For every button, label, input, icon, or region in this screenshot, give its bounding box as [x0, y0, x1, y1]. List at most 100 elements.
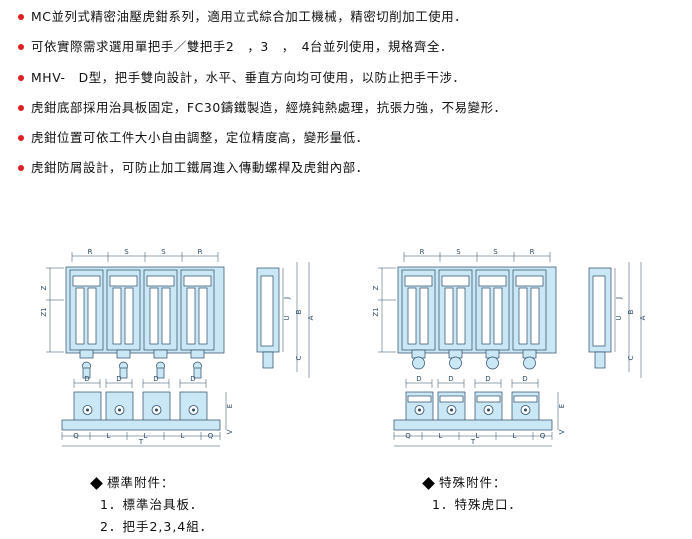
vise-slot — [407, 287, 417, 345]
side-handle — [262, 351, 274, 369]
vise-slot — [75, 287, 85, 345]
standard-accessories-heading: 標準附件： — [107, 475, 175, 490]
dimension-label: S — [161, 248, 166, 256]
handle-knob — [449, 356, 462, 370]
overall-dimension-label: T — [138, 438, 144, 446]
dimension-label: A — [307, 315, 315, 320]
vise-slot — [518, 287, 528, 345]
bullet-dot-icon — [18, 44, 24, 51]
bullet-dot-icon — [18, 135, 24, 142]
vise-slot — [493, 287, 503, 345]
dimension-label: Z1 — [40, 307, 48, 316]
special-accessory-item: 1．特殊虎口． — [432, 497, 522, 512]
vise-bore-center — [155, 408, 158, 412]
vise-bore-center — [118, 408, 121, 412]
diamond-bullet-icon — [422, 476, 435, 490]
dimension-label: Q — [540, 432, 546, 440]
vise-jaw — [441, 275, 470, 287]
vise-slot — [87, 287, 97, 345]
dimension-label: E — [226, 404, 234, 408]
dimension-label: D — [116, 375, 121, 383]
handle-knob — [412, 356, 425, 370]
dimension-label: V — [226, 429, 234, 434]
vise-slot — [530, 287, 540, 345]
vise-slot — [149, 287, 159, 345]
dimension-label: Q — [208, 432, 214, 440]
dimension-label: U — [615, 315, 623, 320]
handle-knob — [523, 356, 536, 370]
front-base-plate — [61, 419, 221, 431]
vise-bore-center — [86, 408, 89, 412]
vise-handle — [153, 349, 168, 359]
dimension-label: S — [493, 248, 498, 256]
dimension-label: S — [124, 248, 129, 256]
dimension-label: C — [295, 355, 303, 360]
diamond-bullet-icon — [90, 476, 103, 490]
vise-jaw — [72, 275, 101, 287]
handle-stem — [82, 367, 91, 379]
dimension-label: U — [283, 315, 291, 320]
dimension-label: R — [420, 248, 425, 256]
dimension-label: L — [107, 432, 111, 440]
special-jaw — [439, 395, 464, 403]
standard-accessory-item: 1．標準治具板． — [100, 497, 204, 512]
side-handle — [594, 351, 606, 369]
front-base-plate — [393, 419, 553, 431]
dimension-label: B — [295, 309, 303, 314]
dimension-label: L — [144, 432, 148, 440]
vise-handle — [116, 349, 131, 359]
dimension-label: Q — [73, 432, 79, 440]
vise-jaw — [515, 275, 544, 287]
special-accessories: 特殊附件： 1．特殊虎口． — [420, 472, 522, 516]
dimension-label: D — [485, 375, 490, 383]
dimension-label: D — [522, 375, 527, 383]
dimension-label: E — [558, 404, 566, 408]
standard-accessory-item: 2．把手2,3,4組． — [100, 519, 214, 534]
vise-slot — [456, 287, 466, 345]
dimension-label: Q — [405, 432, 411, 440]
special-accessories-heading: 特殊附件： — [439, 475, 507, 490]
dimension-label: A — [639, 315, 647, 320]
overall-dimension-label: T — [470, 438, 476, 446]
dimension-label: R — [198, 248, 203, 256]
handle-knob — [486, 356, 499, 370]
vise-jaw — [146, 275, 175, 287]
dimension-label: L — [513, 432, 517, 440]
dimension-label: S — [456, 248, 461, 256]
vise-slot — [444, 287, 454, 345]
dimension-label: B — [627, 309, 635, 314]
dimension-label: D — [416, 375, 421, 383]
vise-jaw — [404, 275, 433, 287]
dimension-label: C — [627, 355, 635, 360]
dimension-label: L — [181, 432, 185, 440]
bullet-dot-icon — [18, 14, 24, 20]
dimension-label: V — [558, 429, 566, 434]
vise-jaw — [183, 275, 212, 287]
vise-slot — [419, 287, 429, 345]
vise-slot — [186, 287, 196, 345]
dimension-label: D — [84, 375, 89, 383]
handle-stem — [119, 367, 128, 379]
dimension-label: J — [283, 297, 291, 300]
dimension-label: Z1 — [372, 307, 380, 316]
vise-jaw — [478, 275, 507, 287]
side-slot — [260, 275, 274, 347]
vise-jaw — [109, 275, 138, 287]
standard-accessories: 標準附件： 1．標準治具板． 2．把手2,3,4組． — [88, 472, 213, 538]
handle-stem — [156, 367, 165, 379]
vise-slot — [198, 287, 208, 345]
dimension-label: D — [448, 375, 453, 383]
dimension-label: R — [88, 248, 93, 256]
dimension-label: L — [476, 432, 480, 440]
bullet-dot-icon — [18, 165, 24, 172]
special-jaw — [476, 395, 501, 403]
bullet-dot-icon — [18, 74, 24, 81]
dimension-label: D — [153, 375, 158, 383]
vise-bore-center — [192, 408, 195, 412]
vise-slot — [124, 287, 134, 345]
bullet-dot-icon — [18, 104, 24, 111]
dimension-label: Z — [40, 285, 48, 290]
dimension-label: R — [530, 248, 535, 256]
vise-handle — [79, 349, 94, 359]
